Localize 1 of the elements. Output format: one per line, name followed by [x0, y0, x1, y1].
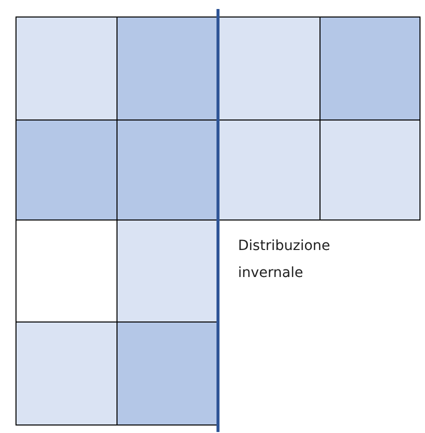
note-text: Distribuzione invernale	[238, 237, 332, 283]
